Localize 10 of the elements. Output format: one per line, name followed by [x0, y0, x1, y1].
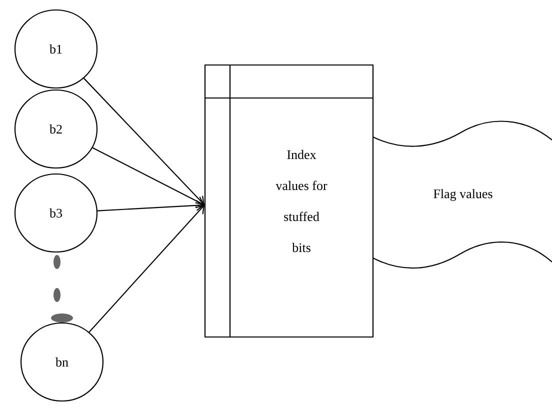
arrow [84, 78, 204, 205]
circle-node: b1 [14, 9, 98, 89]
arrow [88, 205, 204, 332]
table-box: Index values for stuffed bits [204, 64, 374, 338]
arrow [92, 147, 204, 206]
circle-node: bn [20, 322, 104, 402]
circle-node: b3 [14, 173, 98, 253]
circle-node: b2 [14, 89, 98, 169]
wavy-band: Flag values [372, 120, 552, 269]
arrow [97, 200, 204, 212]
